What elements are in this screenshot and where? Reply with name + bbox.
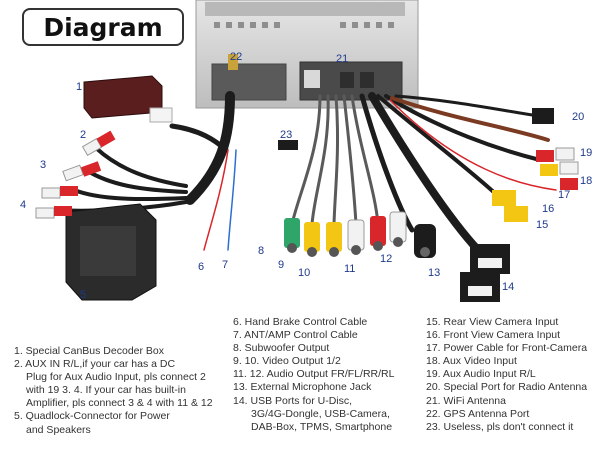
legend-item: and Speakers	[26, 423, 91, 436]
callout-20: 20	[572, 111, 584, 123]
callout-6: 6	[198, 261, 204, 273]
legend-item: with 19 3. 4. If your car has built-in	[26, 384, 186, 397]
legend-item: 14. USB Ports for U-Disc,	[233, 394, 353, 407]
callout-17: 17	[558, 189, 570, 201]
legend-item: 18. Aux Video Input	[426, 355, 517, 368]
legend-item: 20. Special Port for Radio Antenna	[426, 381, 588, 394]
callout-9: 9	[278, 259, 284, 271]
callout-16: 16	[542, 203, 554, 215]
legend-column-3: 15. Rear View Camera Input 16. Front Vie…	[426, 316, 596, 434]
callout-19: 19	[580, 147, 592, 159]
callout-12: 12	[380, 253, 392, 265]
callout-13: 13	[428, 267, 440, 279]
usb-ports	[460, 244, 510, 302]
legend-item: 13. External Microphone Jack	[233, 381, 372, 394]
callout-22: 22	[230, 51, 242, 63]
legend-item: 6. Hand Brake Control Cable	[233, 316, 368, 328]
legend-item: 11. 12. Audio Output FR/FL/RR/RL	[233, 368, 395, 381]
rca-plugs-left	[35, 130, 116, 219]
callout-14: 14	[502, 281, 514, 293]
legend-item: 7. ANT/AMP Control Cable	[233, 329, 358, 342]
legend-item: 2. AUX IN R/L,if your car has a DC	[14, 358, 176, 371]
rca-jacks-bottom	[284, 211, 407, 257]
callout-1: 1	[76, 81, 82, 93]
callout-5: 5	[80, 289, 86, 301]
callout-4: 4	[20, 199, 26, 211]
quadlock-connector	[65, 203, 157, 301]
legend-item: 22. GPS Antenna Port	[426, 407, 530, 420]
legend-column-1: 1. Special CanBus Decoder Box 2. AUX IN …	[14, 345, 220, 437]
legend-item: 15. Rear View Camera Input	[426, 316, 559, 328]
callout-8: 8	[258, 245, 264, 257]
legend-item: 16. Front View Camera Input	[426, 329, 561, 342]
callout-3: 3	[40, 159, 46, 171]
callout-2: 2	[80, 129, 86, 141]
legend-item: 17. Power Cable for Front-Camera	[426, 342, 588, 355]
callout-18: 18	[580, 175, 592, 187]
main-harness	[50, 91, 557, 254]
legend-item: Amplifier, pls connect 3 & 4 with 11 & 1…	[26, 397, 213, 410]
legend-column-2: 6. Hand Brake Control Cable 7. ANT/AMP C…	[233, 316, 413, 434]
legend-item: 19. Aux Audio Input R/L	[426, 368, 536, 381]
useless-connector	[278, 140, 298, 150]
legend-item: DAB-Box, TPMS, Smartphone	[251, 420, 393, 433]
wiring-illustration: 1 2 3 4 5 6 7 8 9 10 11 12 13 14 15 16 1…	[20, 0, 592, 302]
callout-15: 15	[536, 219, 548, 231]
microphone-jack	[414, 224, 436, 258]
legend-item: 9. 10. Video Output 1/2	[233, 355, 341, 368]
diagram-title: Diagram	[22, 8, 184, 46]
legend-item: 5. Quadlock-Connector for Power	[14, 410, 170, 423]
callout-11: 11	[344, 263, 355, 275]
callout-23: 23	[280, 129, 292, 141]
legend-item: 23. Useless, pls don't connect it	[426, 420, 574, 433]
callout-10: 10	[298, 267, 310, 279]
canbus-decoder-box	[83, 75, 173, 123]
legend-item: 1. Special CanBus Decoder Box	[14, 345, 164, 357]
legend-item: 3G/4G-Dongle, USB-Camera,	[251, 407, 390, 420]
callout-7: 7	[222, 259, 228, 271]
legend-item: 21. WiFi Antenna	[426, 394, 506, 407]
camera-aux-inputs	[492, 147, 579, 222]
head-unit-chassis	[195, 0, 419, 109]
callout-numbers: 1 2 3 4 5 6 7 8 9 10 11 12 13 14 15 16 1…	[20, 51, 592, 301]
callout-21: 21	[336, 53, 348, 65]
legend-item: Plug for Aux Audio Input, pls connect 2	[26, 371, 206, 384]
radio-antenna-port	[532, 108, 554, 124]
legend-item: 8. Subwoofer Output	[233, 342, 330, 355]
